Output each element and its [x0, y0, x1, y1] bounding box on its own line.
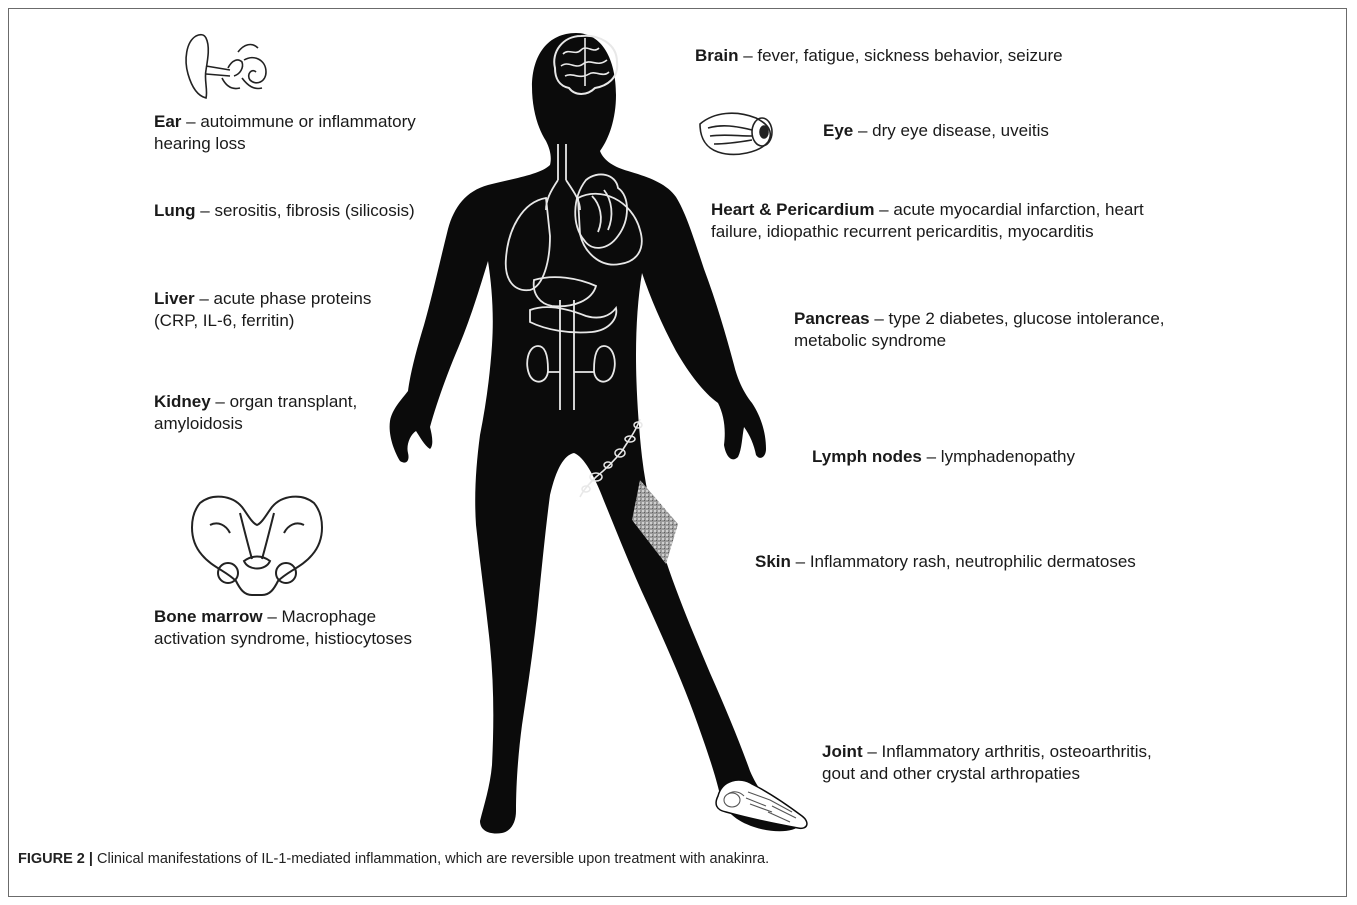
figure-caption-text: Clinical manifestations of IL-1-mediated…	[93, 851, 769, 867]
figure-caption-label: FIGURE 2 |	[18, 851, 93, 867]
label-lung: Lung – serositis, fibrosis (silicosis)	[154, 200, 415, 222]
label-lung-name: Lung	[154, 201, 196, 220]
label-lymph-nodes-name: Lymph nodes	[812, 447, 922, 466]
label-heart-name: Heart & Pericardium	[711, 200, 874, 219]
label-kidney: Kidney – organ transplant, amyloidosis	[154, 391, 357, 435]
label-ear: Ear – autoimmune or inflammatory hearing…	[154, 111, 416, 155]
label-brain: Brain – fever, fatigue, sickness behavio…	[695, 45, 1063, 67]
label-bone-marrow-name: Bone marrow	[154, 607, 263, 626]
eye-anatomy-icon	[696, 104, 778, 160]
label-brain-name: Brain	[695, 46, 738, 65]
label-ear-name: Ear	[154, 112, 181, 131]
pelvis-bone-icon	[182, 485, 332, 600]
label-bone-marrow: Bone marrow – Macrophage activation synd…	[154, 606, 412, 650]
brain-icon	[545, 30, 625, 100]
label-pancreas-name: Pancreas	[794, 309, 870, 328]
label-pancreas: Pancreas – type 2 diabetes, glucose into…	[794, 308, 1165, 352]
label-lymph-nodes: Lymph nodes – lymphadenopathy	[812, 446, 1075, 468]
torso-organs-icon	[500, 140, 650, 420]
label-kidney-name: Kidney	[154, 392, 211, 411]
label-eye: Eye – dry eye disease, uveitis	[823, 120, 1049, 142]
label-skin-name: Skin	[755, 552, 791, 571]
label-liver: Liver – acute phase proteins (CRP, IL-6,…	[154, 288, 371, 332]
ear-anatomy-icon	[182, 30, 274, 104]
label-joint: Joint – Inflammatory arthritis, osteoart…	[822, 741, 1152, 785]
skin-patch-icon	[630, 478, 680, 566]
label-skin: Skin – Inflammatory rash, neutrophilic d…	[755, 551, 1136, 573]
label-liver-name: Liver	[154, 289, 195, 308]
label-heart: Heart & Pericardium – acute myocardial i…	[711, 199, 1144, 243]
figure-caption: FIGURE 2 | Clinical manifestations of IL…	[18, 851, 769, 867]
label-joint-name: Joint	[822, 742, 863, 761]
label-ear-desc: autoimmune or inflammatory	[200, 112, 415, 131]
label-eye-name: Eye	[823, 121, 853, 140]
foot-bones-icon	[712, 770, 812, 834]
